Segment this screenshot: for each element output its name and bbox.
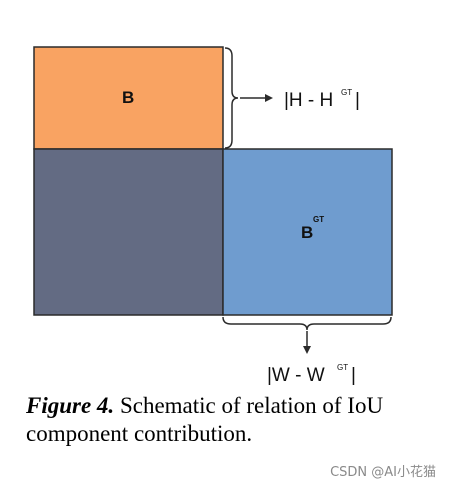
- width-diff-main: |W - W: [267, 365, 325, 386]
- height-diff-sup: GT: [341, 88, 352, 97]
- box-b: [33, 46, 224, 150]
- box-b-label: B: [122, 88, 134, 107]
- overlap-region: [33, 148, 224, 316]
- width-arrow-head: [303, 346, 311, 354]
- box-bgt-label: B: [301, 223, 313, 242]
- iou-diagram: B B GT |H - H GT | |W - W GT |: [33, 46, 393, 386]
- box-bgt: [222, 148, 393, 316]
- width-diff-close: |: [351, 365, 356, 386]
- figure-caption-text: Schematic of relation of IoU component c…: [26, 393, 384, 446]
- figure-label: Figure 4.: [26, 393, 115, 418]
- height-diff-close: |: [355, 90, 360, 111]
- height-diff-main: |H - H: [284, 90, 333, 111]
- width-diff-sup: GT: [337, 363, 348, 372]
- watermark: CSDN @AI小花猫: [330, 465, 436, 480]
- box-bgt-label-sup: GT: [313, 215, 324, 224]
- figure-caption: Figure 4. Schematic of relation of IoU c…: [26, 392, 446, 448]
- height-brace: [224, 47, 239, 149]
- height-arrow-head: [265, 94, 273, 102]
- width-brace: [222, 316, 392, 331]
